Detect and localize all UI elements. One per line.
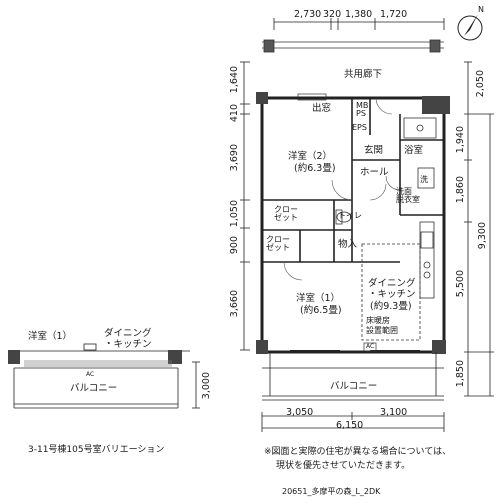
bedroom2-label: 洋室（2）	[288, 151, 333, 162]
variation-caption: 3-11号棟105号室バリエーション	[28, 445, 165, 455]
dining-label: ダイニング ・キッチン	[368, 278, 416, 301]
dim-left-5: 900	[229, 236, 240, 255]
note-line-1: ※図面と実際の住宅が異なる場合については、	[264, 447, 452, 457]
dim-top-2: 320	[323, 9, 342, 20]
dim-left-2: 410	[229, 104, 240, 123]
dim-right-5: 1,850	[455, 360, 466, 388]
bath-label: 浴室	[404, 145, 424, 156]
dim-top-1: 2,730	[294, 9, 322, 20]
variation-dining-label: ダイニング ・キッチン	[104, 328, 152, 351]
variation-ac-label: AC	[86, 371, 95, 378]
dim-right-1: 2,050	[475, 70, 486, 98]
balcony-label: バルコニー	[330, 381, 378, 392]
dim-top-4: 1,720	[380, 9, 408, 20]
dim-left-3: 3,690	[229, 144, 240, 172]
dim-bottom-2: 3,100	[380, 407, 408, 418]
bedroom1-label: 洋室（1）	[296, 293, 341, 304]
hall-label: ホール	[360, 167, 389, 178]
dim-bottom-total: 6,150	[336, 420, 364, 431]
bedroom2-size: (約6.3畳)	[294, 163, 336, 174]
entrance-label: 玄関	[364, 145, 384, 156]
north-arrow-icon	[457, 14, 483, 41]
variation-depth: 3,000	[201, 372, 212, 400]
wash-label: 洗	[420, 175, 428, 184]
storage-label: 物入	[338, 239, 358, 250]
window-label: 出窓	[312, 103, 332, 114]
dim-top-3: 1,380	[345, 9, 373, 20]
note-line-2: 現状を優先させていただきます。	[276, 461, 411, 471]
dining-size: (約9.3畳)	[370, 301, 412, 312]
dim-bottom-1: 3,050	[286, 407, 314, 418]
washroom-label: 洗面 脱衣室	[396, 187, 420, 204]
variation-balcony-label: バルコニー	[70, 383, 118, 394]
north-label: N	[478, 5, 484, 14]
dim-right-4: 5,500	[455, 270, 466, 298]
dim-left-6: 3,660	[229, 290, 240, 318]
variation-bedroom-label: 洋室（1）	[28, 331, 73, 342]
bedroom1-size: (約6.5畳)	[300, 305, 342, 316]
toilet-label: トイレ	[338, 211, 362, 220]
mb-ps-label: MB PS	[356, 101, 369, 118]
closet2-label: クロー ゼット	[266, 235, 290, 252]
dim-right-3: 1,860	[455, 176, 466, 204]
ac-label-main: AC	[366, 343, 375, 350]
dim-left-1: 1,640	[229, 66, 240, 94]
eps-label: EPS	[352, 123, 367, 132]
dim-right-2: 1,940	[455, 126, 466, 154]
dim-left-4: 1,050	[229, 200, 240, 228]
corridor-label: 共用廊下	[344, 69, 383, 80]
footer-code: 20651_多摩平の森_L_2DK	[282, 487, 381, 496]
floor-heating-label: 床暖房 設置範囲	[366, 316, 398, 336]
dim-right-total: 9,300	[477, 222, 488, 250]
closet1-label: クロー ゼット	[274, 205, 298, 222]
